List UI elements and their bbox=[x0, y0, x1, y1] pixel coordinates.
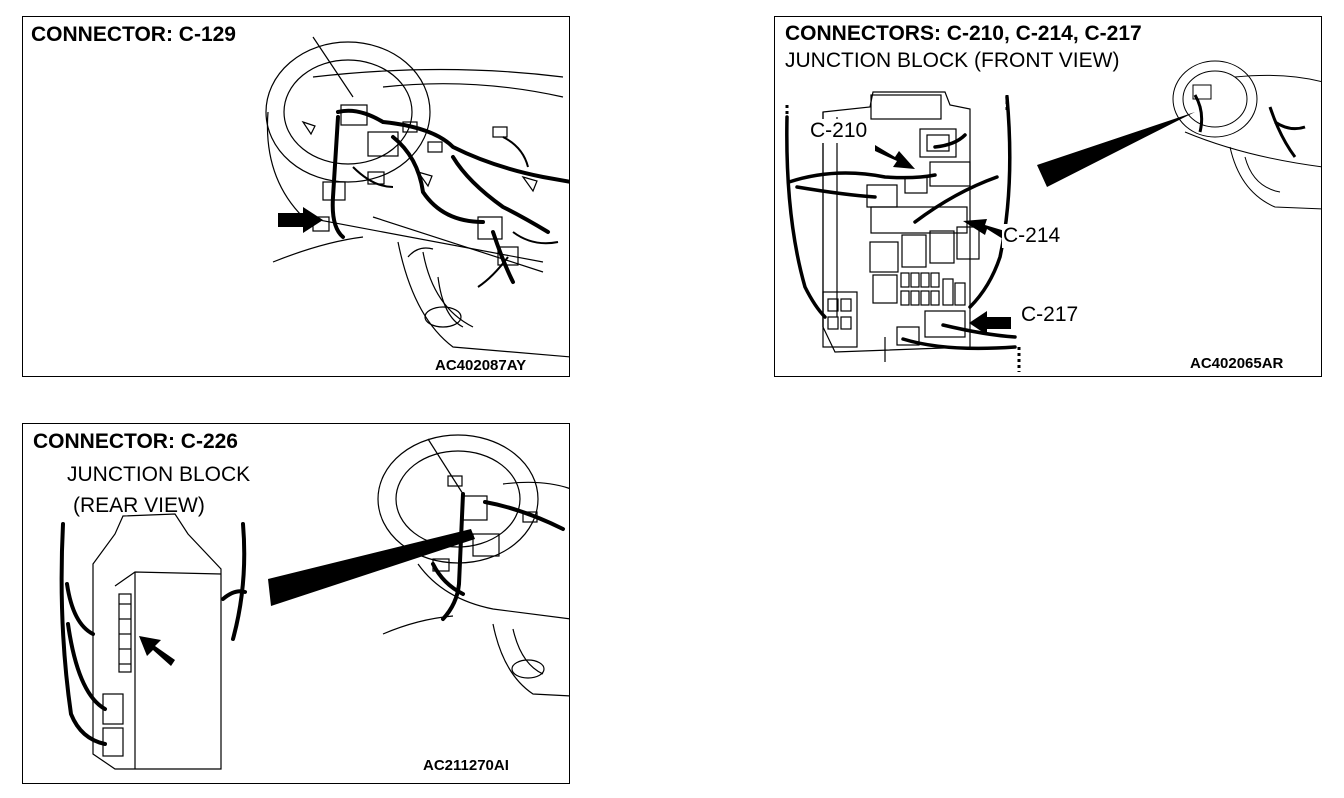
callout-c214: C-214 bbox=[1002, 224, 1062, 248]
c226-pointer-arrow bbox=[139, 636, 175, 666]
c210-pointer-arrow bbox=[875, 145, 915, 169]
dashboard-harness-illustration bbox=[265, 36, 569, 358]
panel-title: CONNECTOR: C-129 bbox=[31, 23, 236, 46]
callout-c217: C-217 bbox=[1020, 303, 1080, 327]
panel-subtitle-line2: (REAR VIEW) bbox=[73, 494, 205, 517]
panel-title: CONNECTOR: C-226 bbox=[33, 430, 238, 453]
callout-c210: C-210 bbox=[809, 119, 869, 143]
c217-pointer-arrow bbox=[969, 311, 1011, 335]
c214-pointer-arrow bbox=[963, 219, 1005, 239]
figure-code: AC402087AY bbox=[435, 357, 527, 374]
figure-code: AC402065AR bbox=[1190, 355, 1284, 372]
panel-title: CONNECTORS: C-210, C-214, C-217 bbox=[785, 22, 1142, 45]
panel-connector-c129: CONNECTOR: C-129 AC402087AY bbox=[22, 16, 570, 377]
connector-pointer-arrow bbox=[278, 207, 323, 233]
panel-subtitle-line1: JUNCTION BLOCK bbox=[67, 463, 251, 486]
junction-block-rear-illustration bbox=[59, 434, 569, 770]
panel-connector-c226: CONNECTOR: C-226 JUNCTION BLOCK (REAR VI… bbox=[22, 423, 570, 784]
panel-connectors-c210-c214-c217: CONNECTORS: C-210, C-214, C-217 JUNCTION… bbox=[774, 16, 1322, 377]
figure-code: AC211270AI bbox=[423, 757, 509, 774]
panel-subtitle: JUNCTION BLOCK (FRONT VIEW) bbox=[785, 49, 1120, 72]
junction-block-front-illustration bbox=[785, 60, 1321, 372]
